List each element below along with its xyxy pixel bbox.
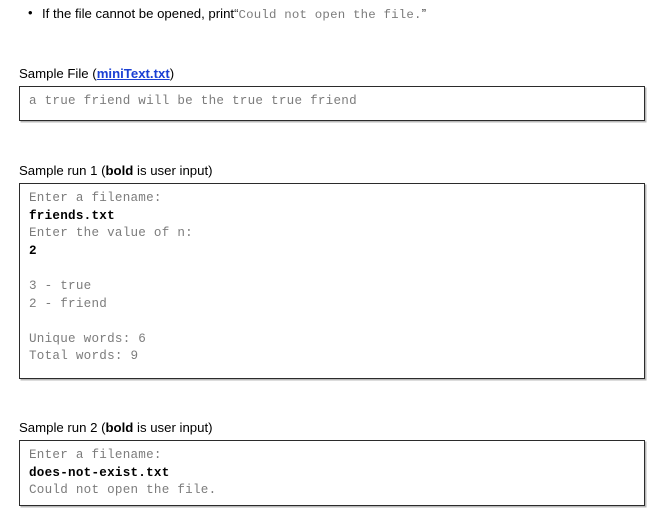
code-line: Enter the value of n:	[29, 226, 193, 241]
requirement-code-literal: Could not open the file.	[238, 8, 422, 22]
sample-file-caption-suffix: )	[169, 66, 175, 81]
sample-file-caption-prefix: Sample File (	[19, 66, 97, 81]
minitext-file-link[interactable]: miniText.txt	[96, 66, 170, 81]
sample-run-2-caption-suffix: is user input)	[133, 420, 213, 435]
sample-file-caption: Sample File (miniText.txt)	[19, 66, 174, 82]
code-line-user-input: 2	[29, 243, 37, 258]
sample-file-codebox: a true friend will be the true true frie…	[19, 86, 645, 121]
close-quote: ”	[421, 6, 427, 21]
code-line: Unique words: 6	[29, 331, 147, 346]
sample-run-1-caption-suffix: is user input)	[133, 163, 213, 178]
code-line: 3 - true	[29, 278, 92, 293]
code-line-user-input: friends.txt	[29, 208, 115, 223]
requirement-bullet-item: • If the file cannot be opened, print“Co…	[28, 5, 638, 24]
code-line: Enter a filename:	[29, 448, 162, 462]
code-line-blank	[29, 260, 644, 278]
sample-run-2-codebox: Enter a filename: does-not-exist.txt Cou…	[19, 440, 645, 506]
code-line-user-input: does-not-exist.txt	[29, 465, 170, 480]
code-line: Total words: 9	[29, 349, 139, 364]
code-line: Enter a filename:	[29, 191, 162, 205]
sample-run-1-caption-prefix: Sample run 1 (	[19, 163, 106, 178]
requirement-prefix: If the file cannot be opened, print	[42, 6, 235, 21]
sample-file-lines: a true friend will be the true true frie…	[20, 87, 644, 111]
code-line: 2 - friend	[29, 296, 108, 311]
code-line-blank	[29, 313, 644, 331]
bullet-point-icon: •	[28, 5, 33, 20]
sample-run-2-caption-prefix: Sample run 2 (	[19, 420, 106, 435]
sample-run-1-codebox: Enter a filename: friends.txt Enter the …	[19, 183, 645, 379]
sample-run-1-caption-bold: bold	[105, 163, 134, 178]
sample-run-2-lines: Enter a filename: does-not-exist.txt Cou…	[20, 441, 644, 500]
open-quote: “	[234, 6, 239, 21]
code-line: Could not open the file.	[29, 483, 217, 498]
code-line: a true friend will be the true true frie…	[29, 94, 357, 108]
sample-run-1-caption: Sample run 1 (bold is user input)	[19, 163, 213, 179]
sample-run-2-caption-bold: bold	[105, 420, 134, 435]
requirement-text: If the file cannot be opened, print“Coul…	[42, 5, 426, 24]
sample-run-2-caption: Sample run 2 (bold is user input)	[19, 420, 213, 436]
sample-run-1-lines: Enter a filename: friends.txt Enter the …	[20, 184, 644, 366]
